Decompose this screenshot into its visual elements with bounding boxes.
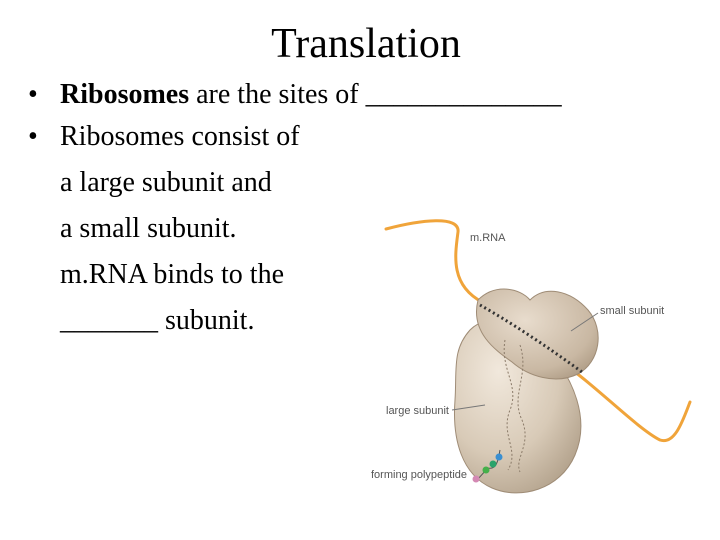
slide-title: Translation (271, 21, 461, 67)
small-subunit-shape (476, 288, 599, 380)
bullet-2-line-1: Ribosomes consist of (60, 121, 300, 152)
polypeptide-bead (495, 453, 503, 461)
bullet-2-line-2: a large subunit and (60, 167, 272, 198)
polypeptide-bead (482, 466, 490, 474)
mrna-bound-segment (479, 303, 583, 374)
bullet-1-text: are the sites of ______________ (189, 79, 562, 110)
bullet-1: • Ribosomes are the sites of ____________… (28, 78, 562, 112)
polypeptide-bead (489, 460, 497, 468)
bullet-1-term: Ribosomes (60, 79, 190, 110)
bullet-symbol: • (28, 79, 38, 110)
mrna-label: m.RNA (470, 232, 506, 244)
small-subunit-leader (570, 312, 599, 332)
bullet-2-line-3: a small subunit. (60, 213, 237, 244)
polypeptide-label: forming polypeptide (371, 469, 467, 481)
bullet-2-line-5: _______ subunit. (60, 305, 255, 336)
trna-outline (517, 344, 526, 473)
bullet-2-line-4: m.RNA binds to the (60, 259, 285, 290)
polypeptide-bead (472, 475, 480, 483)
large-subunit-leader (451, 404, 486, 411)
small-subunit-label: small subunit (600, 305, 664, 317)
large-subunit-label: large subunit (386, 405, 449, 417)
bullet-2: • Ribosomes consist of (28, 120, 300, 154)
bullet-symbol: • (28, 121, 38, 152)
